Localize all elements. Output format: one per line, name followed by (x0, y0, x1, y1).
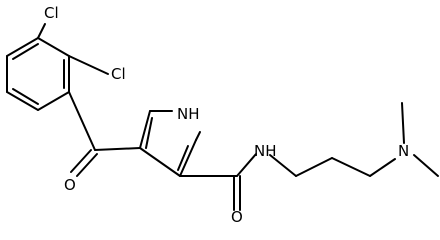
amide-double-bond (233, 175, 241, 211)
bond-cl-upper (37, 23, 46, 39)
atom-amide-o: O (231, 208, 243, 224)
bond-n-methyl-upper (401, 102, 405, 144)
bond-n-methyl-right (413, 154, 439, 177)
bond-amide-c-n (236, 153, 257, 177)
bond-cl-lower (68, 55, 109, 75)
atom-cl-upper: Cl (44, 4, 59, 22)
bond-pyrrole-nh (195, 131, 201, 141)
structure-diagram: Cl Cl O NH NH O N (6, 4, 439, 224)
atom-ketone-o: O (64, 176, 76, 194)
atom-cl-lower: Cl (111, 65, 126, 83)
molecule-drawing: Cl Cl O NH NH O N (6, 4, 439, 224)
atom-pyrrole-nh: NH (177, 105, 200, 123)
benzene-ring (6, 37, 70, 111)
atom-amide-nh: NH (254, 142, 277, 160)
ketone-double-bond (70, 149, 98, 177)
bond-carbonyl-to-pyrrole (94, 147, 141, 151)
pyrrole-ring (139, 110, 197, 177)
atom-amine-n: N (398, 142, 409, 160)
propyl-chain (269, 154, 396, 177)
bond-ring-to-carbonyl (68, 91, 96, 151)
